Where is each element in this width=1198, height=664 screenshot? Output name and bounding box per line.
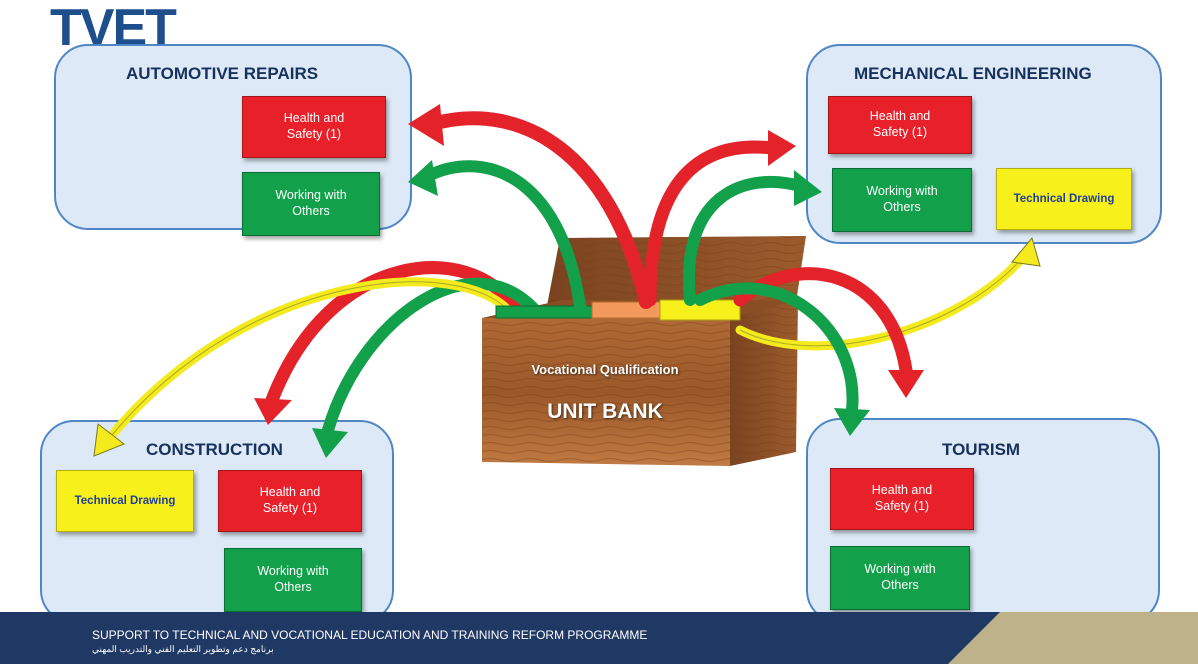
unit-bank-box-lid — [545, 236, 806, 316]
arrow-yellow-mechanical-outline — [739, 255, 1025, 347]
arrow-red-to-construction — [265, 261, 522, 407]
arrow-yellow-outline — [111, 281, 511, 436]
arrow-green-to-tourism — [694, 282, 859, 416]
strip-yellow-top — [659, 299, 741, 321]
unit-health-safety-construction: Health and Safety (1) — [218, 470, 362, 532]
unit-health-safety-mechanical: Health and Safety (1) — [828, 96, 972, 154]
panel-title-tourism: TOURISM — [942, 440, 1021, 459]
footer-wedge — [948, 612, 1198, 664]
unit-bank-box — [482, 300, 798, 466]
strip-orange-top — [591, 301, 661, 319]
unit-health-safety-automotive: Health and Safety (1) — [242, 96, 386, 158]
arrow-red-to-automotive — [425, 111, 653, 309]
unit-technical-drawing-construction: Technical Drawing — [56, 470, 194, 532]
panel-title-mechanical: MECHANICAL ENGINEERING — [854, 64, 1092, 83]
unit-working-with-others-mechanical: Working with Others — [832, 168, 972, 232]
panel-title-construction: CONSTRUCTION — [146, 440, 283, 459]
arrow-green-to-automotive — [422, 160, 586, 312]
footer-english-text: SUPPORT TO TECHNICAL AND VOCATIONAL EDUC… — [92, 628, 648, 642]
arrow-red-to-tourism-head — [888, 370, 924, 398]
unit-health-safety-tourism: Health and Safety (1) — [830, 468, 974, 530]
panel-title-automotive: AUTOMOTIVE REPAIRS — [126, 64, 319, 83]
unit-working-with-others-construction: Working with Others — [224, 548, 362, 612]
footer-banner: SUPPORT TO TECHNICAL AND VOCATIONAL EDUC… — [0, 612, 1198, 664]
unit-working-with-others-tourism: Working with Others — [830, 546, 970, 610]
unit-technical-drawing-mechanical: Technical Drawing — [996, 168, 1132, 230]
unit-working-with-others-automotive: Working with Others — [242, 172, 380, 236]
arrow-yellow-to-construction — [107, 277, 515, 440]
arrow-red-to-automotive-head — [408, 104, 444, 146]
arrow-yellow-to-mechanical — [735, 251, 1029, 351]
arrow-red-to-mechanical — [643, 140, 779, 307]
arrow-red-to-mechanical-head — [768, 130, 796, 166]
strip-green-top — [495, 305, 593, 319]
box-label-vocational-qualification: Vocational Qualification — [531, 362, 679, 377]
arrow-red-to-tourism — [733, 267, 913, 377]
arrow-green-to-automotive-head — [408, 160, 438, 196]
box-label-unit-bank: UNIT BANK — [547, 400, 663, 423]
arrow-green-to-mechanical — [682, 176, 806, 306]
footer-arabic-text: برنامج دعم وتطوير التعليم الفني والتدريب… — [92, 644, 274, 654]
